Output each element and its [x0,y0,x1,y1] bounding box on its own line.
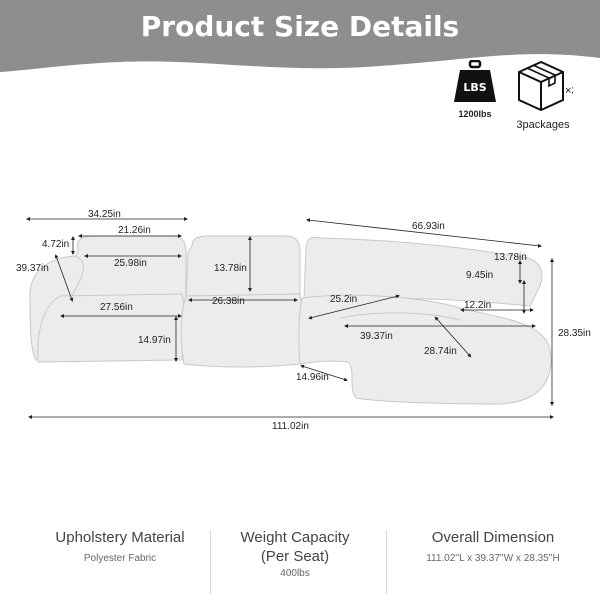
dim-label: 66.93in [412,221,445,232]
divider [386,530,387,594]
sofa-diagram: 34.25in 21.26in 4.72in 39.37in 25.98in 2… [0,190,600,450]
spec-subtitle: (Per Seat) [260,548,330,565]
weight-icon: LBS [454,59,496,102]
packages-badge: ×3 3packages [508,58,578,131]
dim-label: 21.26in [118,225,151,236]
dim-label: 25.2in [330,294,357,305]
packages-caption: 3packages [516,119,570,131]
dim-label: 28.35in [558,328,591,339]
spec-weight-capacity: Weight Capacity (Per Seat) 400lbs [220,528,370,579]
dim-label: 14.96in [296,372,329,383]
dim-label: 111.02in [272,421,309,432]
dim-label: 13.78in [214,263,247,274]
dim-label: 39.37in [16,263,49,274]
spec-value: 400lbs [280,568,310,579]
dim-label: 27.56in [100,302,133,313]
dim-label: 12.2in [464,300,491,311]
weight-label: LBS [463,81,486,94]
spec-value: Polyester Fabric [83,553,157,564]
weight-badge: LBS 1200lbs [450,59,500,119]
dim-label: 34.25in [88,209,121,220]
dim-label: 26.38in [212,296,245,307]
box-icon: ×3 [518,60,578,112]
divider [210,530,211,594]
spec-upholstery: Upholstery Material Polyester Fabric [40,528,200,564]
specs-footer: Upholstery Material Polyester Fabric Wei… [0,528,600,600]
dim-label: 13.78in [494,252,527,263]
dim-label: 39.37in [360,331,393,342]
spec-overall-dimension: Overall Dimension 111.02''L x 39.37''W x… [386,528,600,564]
dim-label: 9.45in [466,270,493,281]
page-title: Product Size Details [140,10,460,43]
dim-label: 28.74in [424,346,457,357]
spec-value: 111.02''L x 39.37''W x 28.35''H [426,553,560,564]
dim-label: 14.97in [138,335,171,346]
spec-title: Overall Dimension [431,529,555,546]
dim-label: 25.98in [114,258,147,269]
spec-title: Upholstery Material [55,529,185,546]
dim-label: 4.72in [42,239,69,250]
header-banner [0,0,600,90]
spec-title: Weight Capacity [240,529,350,546]
weight-caption: 1200lbs [458,109,492,119]
sofa-right-module [298,236,552,405]
package-multiplier: ×3 [565,85,573,97]
